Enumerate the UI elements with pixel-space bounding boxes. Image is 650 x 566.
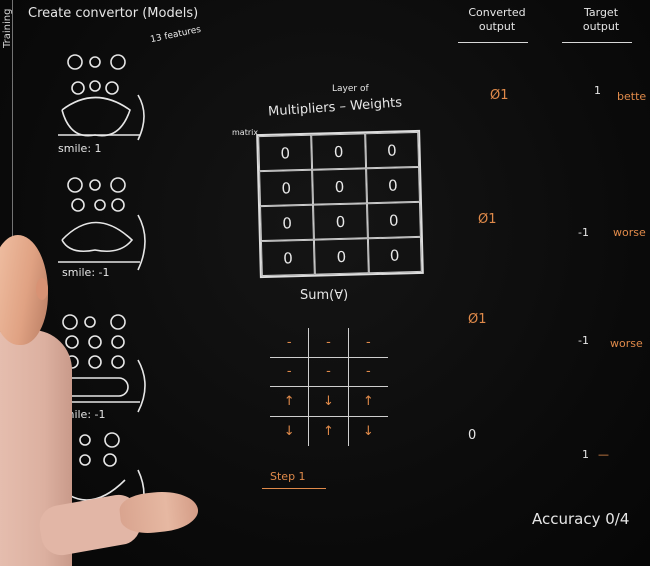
step-cell: ↓ <box>270 416 310 446</box>
step-cell: ↓ <box>362 423 374 439</box>
weight-cell: 0 <box>312 168 367 205</box>
step-underline <box>262 488 326 489</box>
header-underline <box>562 42 632 43</box>
target-word: — <box>598 448 609 461</box>
step-grid: - - - - - - ↑ ↓ ↑ ↓ ↑ ↓ <box>270 328 388 446</box>
target-word: worse <box>610 337 643 350</box>
weight-cell: 0 <box>365 166 420 204</box>
weight-cell: 0 <box>259 169 314 207</box>
heading: Create convertor (Models) <box>28 6 199 21</box>
weight-cell: 0 <box>258 134 313 172</box>
converted-output: Ø1 <box>490 88 509 103</box>
weight-cell: 0 <box>260 204 315 242</box>
weight-cell: 0 <box>260 239 316 277</box>
weight-cell: 0 <box>313 203 368 240</box>
step-cell: ↑ <box>270 387 310 417</box>
accuracy-label: Accuracy 0/4 <box>532 510 630 528</box>
weight-cell: 0 <box>311 133 366 170</box>
multiplier-label: Multipliers – Weights <box>267 95 403 120</box>
step-cell: - <box>309 328 349 358</box>
step-cell: - <box>270 357 310 387</box>
layer-note: Layer of <box>332 84 369 94</box>
step-cell: ↓ <box>309 387 349 417</box>
step-label: Step 1 <box>270 470 306 483</box>
step-cell: - <box>348 328 388 358</box>
step-cell: ↑ <box>348 387 388 417</box>
weights-grid: 0 0 0 0 0 0 0 0 0 0 0 0 <box>256 129 424 279</box>
step-cell: ↑ <box>309 416 349 446</box>
weight-cell: 0 <box>367 236 422 274</box>
weight-cell: 0 <box>366 201 421 239</box>
header-target: Target output <box>582 6 620 33</box>
matrix-note: matrix <box>232 128 259 137</box>
presenter-ear <box>36 278 48 300</box>
weight-cell: 0 <box>364 131 420 169</box>
vertical-label: Training <box>2 8 13 48</box>
target-output: -1 <box>578 334 589 347</box>
step-cell: - <box>309 357 349 387</box>
weight-cell: 0 <box>314 238 369 275</box>
converted-output: Ø1 <box>468 312 487 327</box>
smile-label: smile: -1 <box>62 266 110 279</box>
step-cell: - <box>270 328 310 358</box>
header-underline <box>458 42 528 43</box>
smile-label: smile: 1 <box>58 142 102 155</box>
target-output: 1 <box>582 448 589 461</box>
sum-label: Sum(∀) <box>300 288 349 303</box>
header-converted: Converted output <box>468 6 526 33</box>
converted-output: 0 <box>468 428 477 443</box>
converted-output: Ø1 <box>478 212 497 227</box>
divider-line <box>12 0 13 260</box>
target-output: 1 <box>594 84 601 97</box>
target-word: bette <box>617 90 647 103</box>
target-word: worse <box>613 226 646 239</box>
step-cell: - <box>348 358 388 387</box>
target-output: -1 <box>578 226 589 239</box>
